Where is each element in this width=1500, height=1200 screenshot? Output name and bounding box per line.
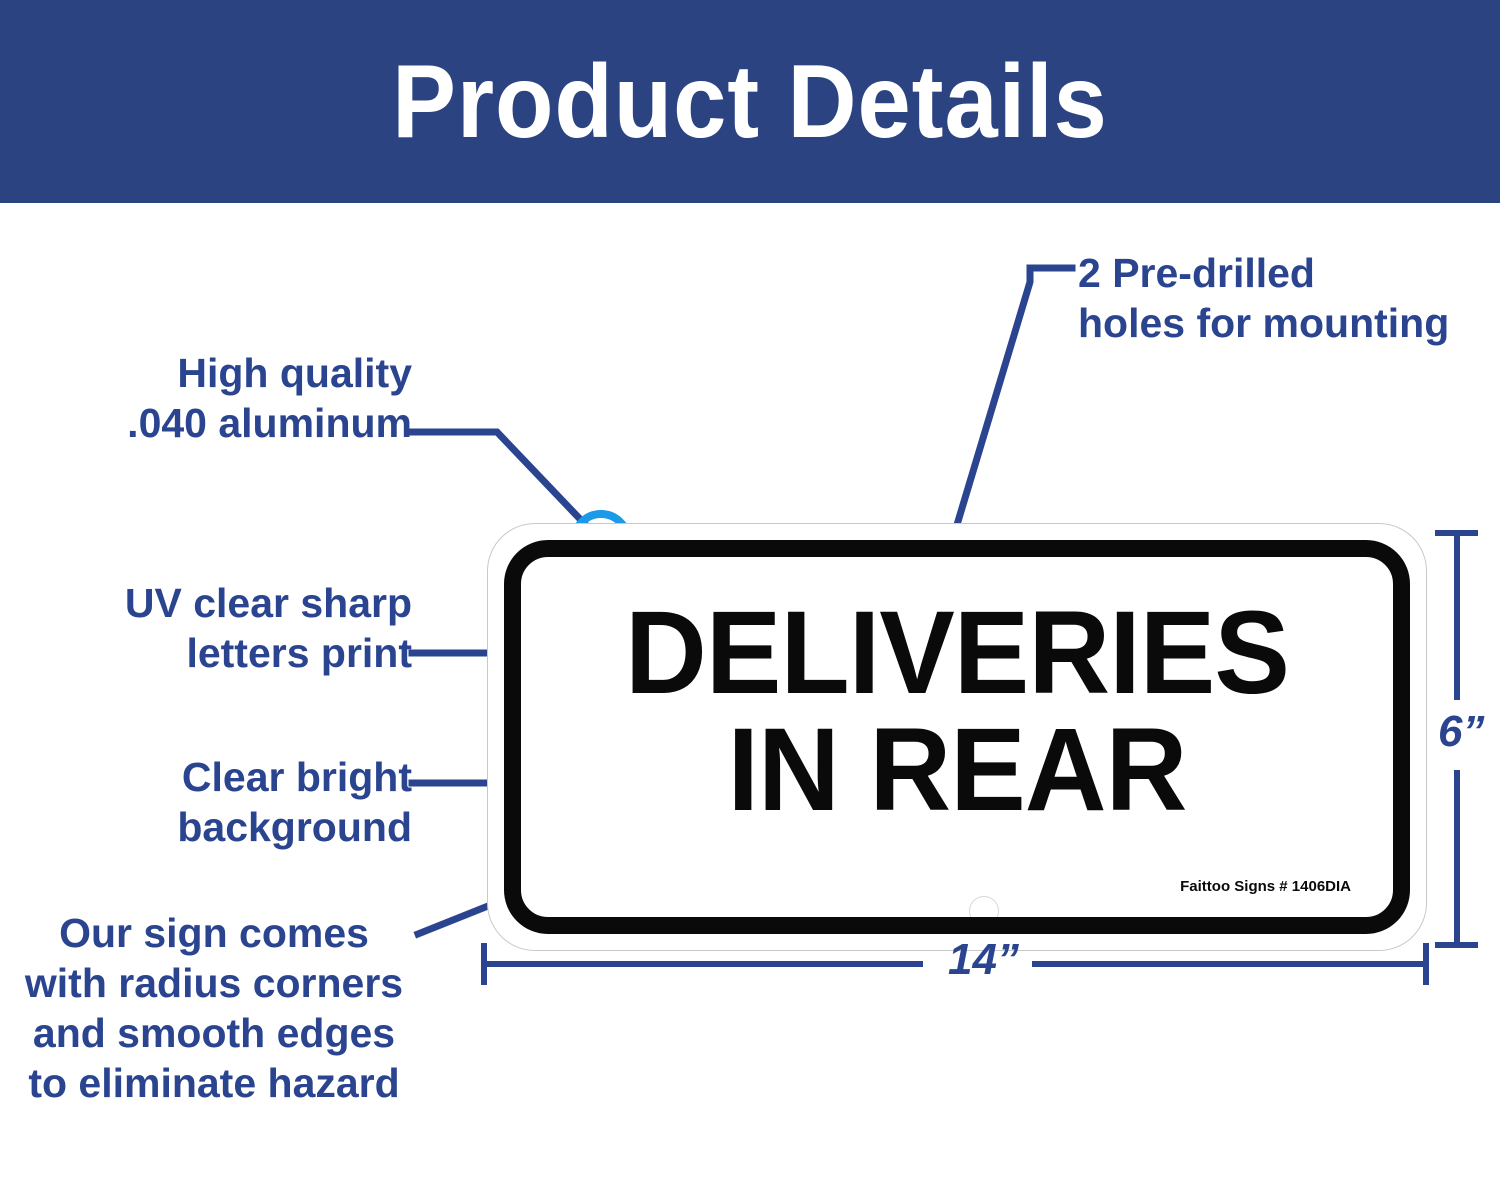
- sign-face: DELIVERIES IN REAR Faittoo Signs # 1406D…: [504, 540, 1410, 934]
- sign-product-image: DELIVERIES IN REAR Faittoo Signs # 1406D…: [487, 523, 1427, 951]
- bottom-mounting-hole: [969, 896, 999, 917]
- dimension-label-width: 14”: [948, 935, 1019, 984]
- header-banner: Product Details: [0, 0, 1500, 203]
- annotation-high-quality-aluminum: High quality .040 aluminum: [127, 350, 412, 447]
- sign-text: DELIVERIES IN REAR: [521, 587, 1393, 836]
- annotation-pre-drilled-holes: 2 Pre-drilled holes for mounting: [1078, 250, 1450, 347]
- dimension-line-width: [481, 943, 1429, 985]
- annotation-uv-clear-sharp-letters-print: UV clear sharp letters print: [124, 580, 412, 677]
- leader-line-mounting-holes: [939, 264, 1076, 573]
- page-title: Product Details: [392, 43, 1108, 160]
- annotation-clear-bright-background: Clear bright background: [177, 754, 412, 851]
- dimension-line-height: [1435, 530, 1478, 948]
- dimension-label-height: 6”: [1438, 707, 1485, 756]
- sign-brand-label: Faittoo Signs # 1406DIA: [1180, 878, 1351, 895]
- annotation-radius-corners-smooth-edges: Our sign comes with radius corners and s…: [24, 910, 404, 1107]
- sign-text-line-1: DELIVERIES: [625, 587, 1290, 719]
- sign-text-line-2: IN REAR: [727, 703, 1187, 836]
- leader-line-aluminum: [408, 428, 605, 545]
